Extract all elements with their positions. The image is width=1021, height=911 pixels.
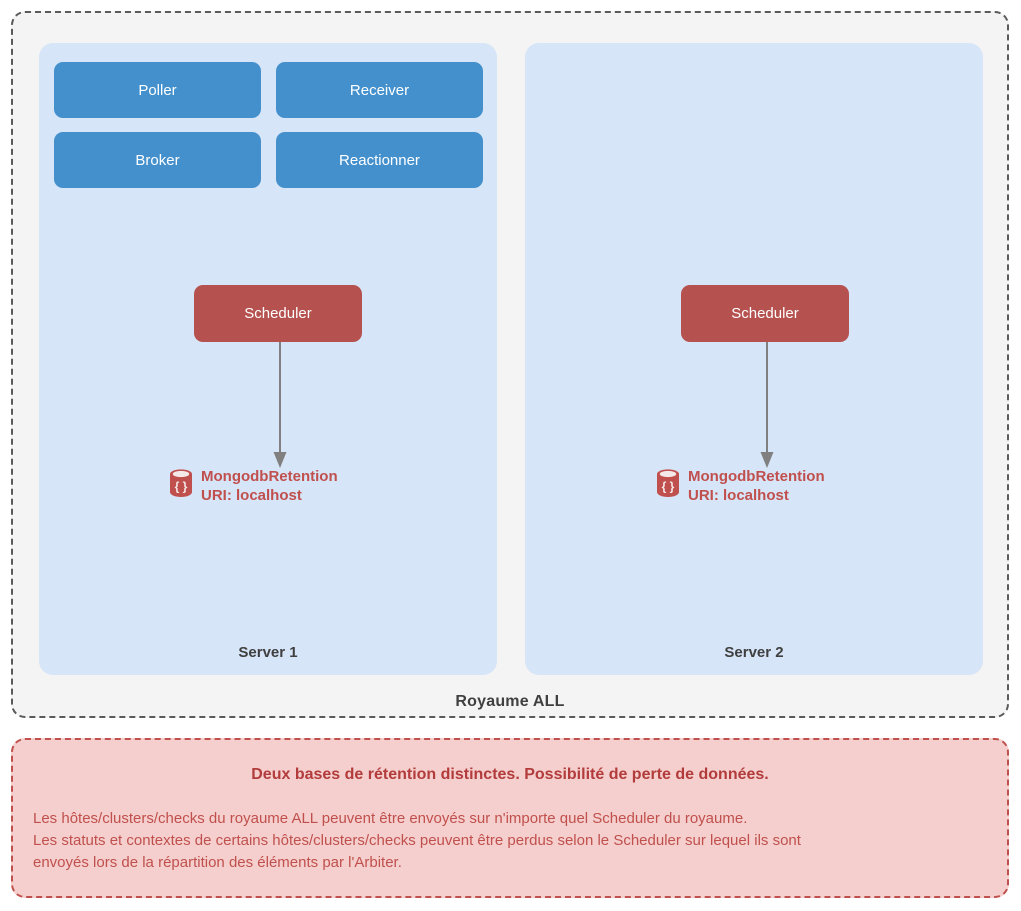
arrow-scheduler-to-retention-1 xyxy=(273,342,287,468)
server-label-1: Server 1 xyxy=(238,644,298,661)
daemon-box-poller[interactable]: Poller xyxy=(54,62,261,118)
scheduler-label: Scheduler xyxy=(244,305,312,322)
daemon-label: Receiver xyxy=(349,81,410,99)
database-icon: { } xyxy=(170,469,192,497)
server-panel-2: Scheduler { } MongodbRetention URI: loca… xyxy=(525,43,983,675)
retention-name: MongodbRetention xyxy=(201,468,338,485)
retention-node-server-2: { } MongodbRetention URI: localhost xyxy=(655,467,825,505)
retention-text-block: MongodbRetention URI: localhost xyxy=(688,467,825,505)
daemon-label: Reactionner xyxy=(339,151,420,169)
svg-text:{ }: { } xyxy=(175,480,188,494)
retention-node-server-1: { } MongodbRetention URI: localhost xyxy=(168,467,338,505)
retention-text-block: MongodbRetention URI: localhost xyxy=(201,467,338,505)
scheduler-box-server-2[interactable]: Scheduler xyxy=(681,285,849,342)
warning-title: Deux bases de rétention distinctes. Poss… xyxy=(251,766,769,783)
scheduler-label: Scheduler xyxy=(731,305,799,322)
daemon-box-receiver[interactable]: Receiver xyxy=(276,62,483,118)
database-icon: { } xyxy=(657,469,679,497)
warning-line-1: Les hôtes/clusters/checks du royaume ALL… xyxy=(33,810,748,827)
retention-uri: URI: localhost xyxy=(201,487,302,504)
warning-line-3: envoyés lors de la répartition des éléme… xyxy=(33,854,402,871)
server-label-2: Server 2 xyxy=(724,644,784,661)
daemon-box-broker[interactable]: Broker xyxy=(54,132,261,188)
svg-text:{ }: { } xyxy=(662,480,675,494)
server-panel-1: Poller Receiver Broker Reactionner Sched… xyxy=(39,43,497,675)
warning-callout: Deux bases de rétention distinctes. Poss… xyxy=(11,738,1009,898)
scheduler-box-server-1[interactable]: Scheduler xyxy=(194,285,362,342)
arrow-scheduler-to-retention-2 xyxy=(760,342,774,468)
daemon-box-reactionner[interactable]: Reactionner xyxy=(276,132,483,188)
daemon-label: Poller xyxy=(138,81,177,99)
warning-body: Les hôtes/clusters/checks du royaume ALL… xyxy=(33,808,987,874)
retention-uri: URI: localhost xyxy=(688,487,789,504)
realm-label: Royaume ALL xyxy=(455,693,565,710)
daemon-label: Broker xyxy=(135,151,180,169)
warning-line-2: Les statuts et contextes de certains hôt… xyxy=(33,832,801,849)
retention-name: MongodbRetention xyxy=(688,468,825,485)
realm-container: Poller Receiver Broker Reactionner Sched… xyxy=(11,11,1009,718)
